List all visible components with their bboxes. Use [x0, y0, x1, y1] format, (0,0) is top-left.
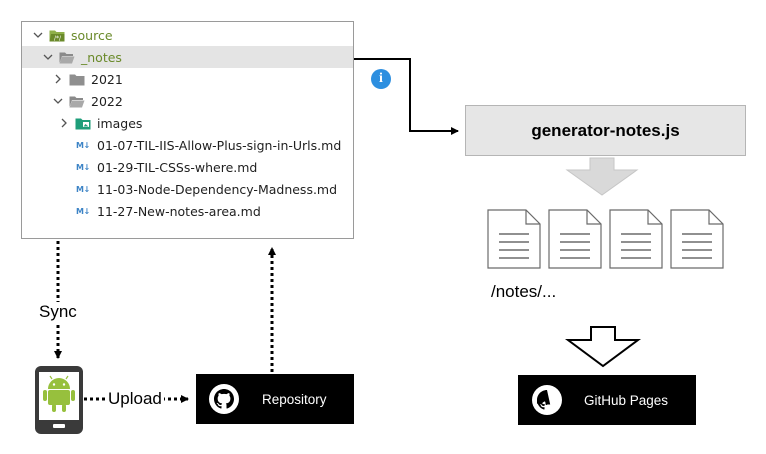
tree-item-2021[interactable]: 2021: [22, 68, 353, 90]
tree-to-generator-connector: [354, 58, 459, 135]
tree-item-file[interactable]: M↓ 01-07-TIL-IIS-Allow-Plus-sign-in-Urls…: [22, 134, 353, 156]
generator-label: generator-notes.js: [531, 120, 680, 140]
markdown-file-icon: M↓: [76, 206, 90, 216]
tree-item-label: 2021: [91, 71, 123, 87]
generator-down-arrow: [565, 157, 639, 196]
tree-item-file[interactable]: M↓ 01-29-TIL-CSSs-where.md: [22, 156, 353, 178]
file-tree-panel: /*/ source _notes 2021 2022: [21, 21, 354, 239]
tree-item-label: images: [97, 115, 143, 131]
folder-open-icon: [59, 51, 75, 64]
tree-item-label: 01-07-TIL-IIS-Allow-Plus-sign-in-Urls.md: [97, 137, 342, 153]
notes-path-label: /notes/...: [491, 282, 557, 301]
folder-open-icon: [69, 95, 85, 108]
chevron-down-icon[interactable]: [42, 51, 54, 63]
document-icon: [670, 209, 724, 269]
tree-item-file[interactable]: M↓ 11-03-Node-Dependency-Madness.md: [22, 178, 353, 200]
tree-item-label: 01-29-TIL-CSSs-where.md: [97, 159, 258, 175]
tree-item-notes[interactable]: _notes: [22, 46, 353, 68]
markdown-file-icon: M↓: [76, 162, 90, 172]
folder-closed-icon: [69, 73, 85, 86]
tree-item-label: source: [71, 27, 113, 43]
repository-label: Repository: [262, 391, 327, 407]
document-icon: [487, 209, 541, 269]
svg-text:/*/: /*/: [54, 35, 62, 42]
pages-down-arrow: [564, 326, 642, 368]
chevron-right-icon[interactable]: [52, 73, 64, 85]
sync-label: Sync: [38, 302, 78, 322]
upload-label: Upload: [106, 389, 164, 409]
tree-item-images[interactable]: images: [22, 112, 353, 134]
tree-item-file[interactable]: M↓ 11-27-New-notes-area.md: [22, 200, 353, 222]
tree-item-label: 11-27-New-notes-area.md: [97, 203, 261, 219]
markdown-file-icon: M↓: [76, 140, 90, 150]
github-pages-label: GitHub Pages: [584, 392, 669, 408]
tree-item-source[interactable]: /*/ source: [22, 24, 353, 46]
tree-item-2022[interactable]: 2022: [22, 90, 353, 112]
repository-box: Repository: [196, 374, 354, 424]
output-documents: [487, 209, 724, 269]
folder-images-icon: [75, 117, 91, 130]
tree-item-label: 2022: [91, 93, 123, 109]
github-icon: [209, 384, 239, 414]
document-icon: [609, 209, 663, 269]
android-phone-icon: [35, 366, 83, 439]
chevron-down-icon[interactable]: [52, 95, 64, 107]
chevron-down-icon[interactable]: [32, 29, 44, 41]
document-icon: [548, 209, 602, 269]
generator-box: generator-notes.js: [465, 105, 746, 156]
markdown-file-icon: M↓: [76, 184, 90, 194]
tree-item-label: _notes: [81, 49, 122, 65]
folder-source-icon: /*/: [49, 29, 65, 42]
chevron-right-icon[interactable]: [58, 117, 70, 129]
tree-item-label: 11-03-Node-Dependency-Madness.md: [97, 181, 338, 197]
github-pages-box: GitHub Pages: [518, 375, 696, 425]
info-icon[interactable]: i: [371, 69, 391, 89]
github-icon: [532, 385, 562, 415]
